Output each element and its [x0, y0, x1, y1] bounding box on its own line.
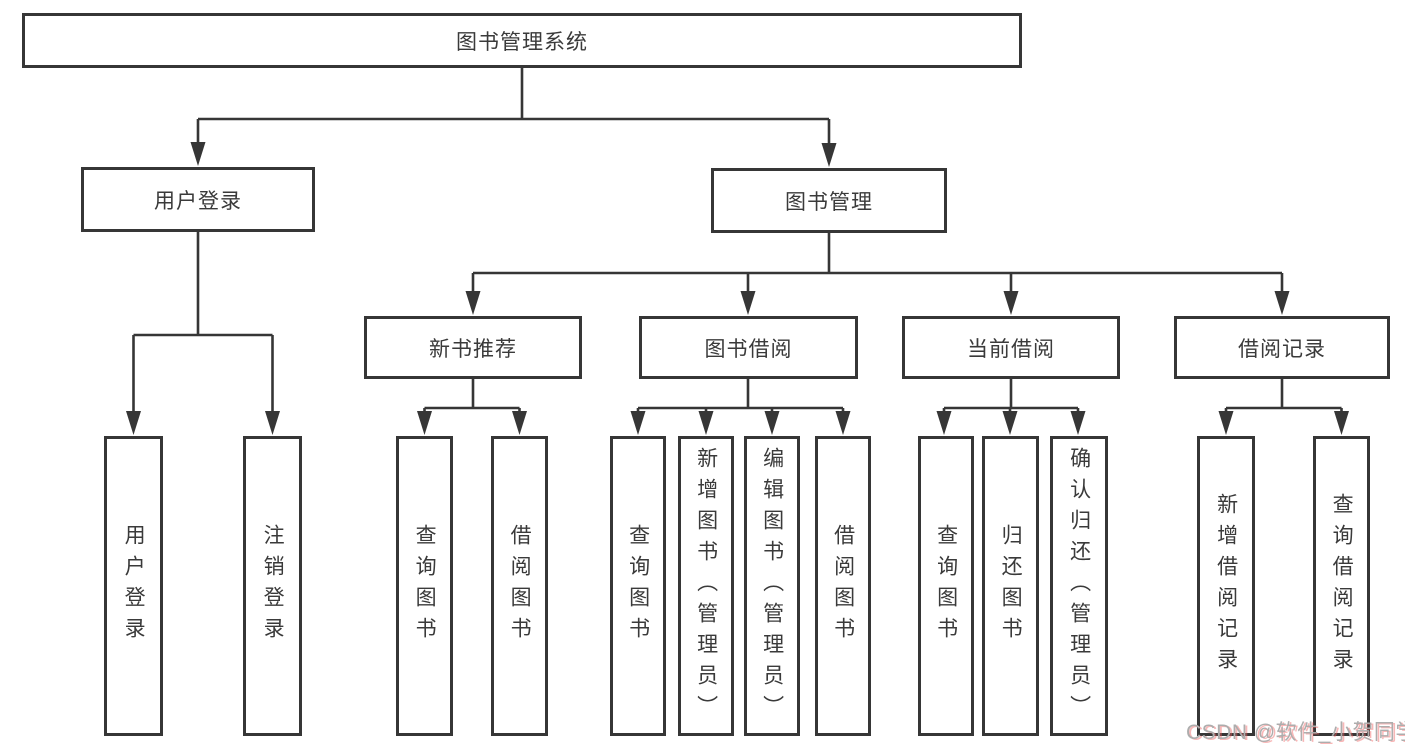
leaf-borrow-books: 借阅图书 [815, 436, 871, 736]
node-borrowing-records: 借阅记录 [1174, 316, 1390, 379]
node-label: 查询图书 [934, 524, 958, 648]
node-current-borrowing: 当前借阅 [902, 316, 1120, 379]
arrow-icon [1002, 411, 1018, 435]
node-label: 用户登录 [154, 189, 242, 213]
node-label: 查询图书 [626, 524, 650, 648]
arrow-icon [835, 411, 851, 435]
connector-root-to-level2 [196, 68, 831, 149]
node-label: 图书管理系统 [456, 30, 588, 54]
node-label: 借阅图书 [508, 524, 532, 648]
arrow-icon [936, 411, 952, 435]
node-new-book-recommendation: 新书推荐 [364, 316, 582, 379]
arrow-icon [698, 411, 714, 435]
leaf-return-books: 归还图书 [982, 436, 1039, 736]
leaf-query-books-borrow: 查询图书 [610, 436, 666, 736]
leaf-user-login: 用户登录 [104, 436, 163, 736]
node-label: 用户登录 [122, 524, 146, 648]
arrow-icon [630, 411, 646, 435]
arrow-icon [465, 291, 481, 315]
leaf-add-borrow-record: 新增借阅记录 [1197, 436, 1255, 736]
arrow-icon [740, 291, 756, 315]
connector-new-book-branch [423, 379, 521, 417]
node-label: 确认归还（管理员） [1067, 446, 1091, 726]
arrow-icon [1274, 291, 1290, 315]
leaf-add-books-admin: 新增图书（管理员） [678, 436, 734, 736]
node-user-login: 用户登录 [81, 167, 315, 232]
arrow-icon [821, 143, 837, 167]
node-label: 新书推荐 [429, 337, 517, 361]
node-book-borrowing: 图书借阅 [639, 316, 858, 379]
connector-book-borrow-branch [636, 379, 845, 417]
arrow-icon [190, 142, 206, 166]
node-label: 编辑图书（管理员） [760, 446, 784, 726]
arrow-icon [1003, 291, 1019, 315]
csdn-watermark: CSDN @软件_小贺同学 [1186, 721, 1405, 744]
arrow-icon [1334, 411, 1349, 435]
node-label: 图书管理 [785, 190, 873, 214]
arrow-icon [417, 411, 432, 435]
node-label: 注销登录 [261, 524, 285, 648]
node-label: 归还图书 [999, 524, 1023, 648]
node-label: 新增借阅记录 [1214, 493, 1238, 679]
leaf-edit-books-admin: 编辑图书（管理员） [744, 436, 800, 736]
arrowheads [126, 142, 1349, 435]
node-library-management-system: 图书管理系统 [22, 13, 1022, 68]
arrow-icon [126, 411, 141, 435]
arrow-icon [512, 411, 527, 435]
node-label: 借阅记录 [1238, 337, 1326, 361]
leaf-logout: 注销登录 [243, 436, 302, 736]
arrow-icon [1218, 411, 1234, 435]
node-label: 图书借阅 [704, 337, 793, 361]
connector-borrow-record-branch [1224, 379, 1343, 417]
node-label: 当前借阅 [967, 337, 1055, 361]
node-label: 查询图书 [413, 524, 437, 648]
arrow-icon [764, 411, 780, 435]
connector-user-login-branch [132, 232, 274, 417]
node-label: 借阅图书 [831, 524, 855, 648]
connector-book-management-branch [471, 233, 1284, 297]
node-book-management: 图书管理 [711, 168, 947, 233]
leaf-query-books-recommend: 查询图书 [396, 436, 453, 736]
node-label: 新增图书（管理员） [694, 446, 718, 726]
leaf-confirm-return-admin: 确认归还（管理员） [1050, 436, 1108, 736]
arrow-icon [1070, 411, 1086, 435]
leaf-query-books-current: 查询图书 [918, 436, 974, 736]
leaf-query-borrow-record: 查询借阅记录 [1313, 436, 1370, 736]
arrow-icon [265, 411, 280, 435]
leaf-borrow-books-recommend: 借阅图书 [491, 436, 548, 736]
node-label: 查询借阅记录 [1330, 493, 1354, 679]
